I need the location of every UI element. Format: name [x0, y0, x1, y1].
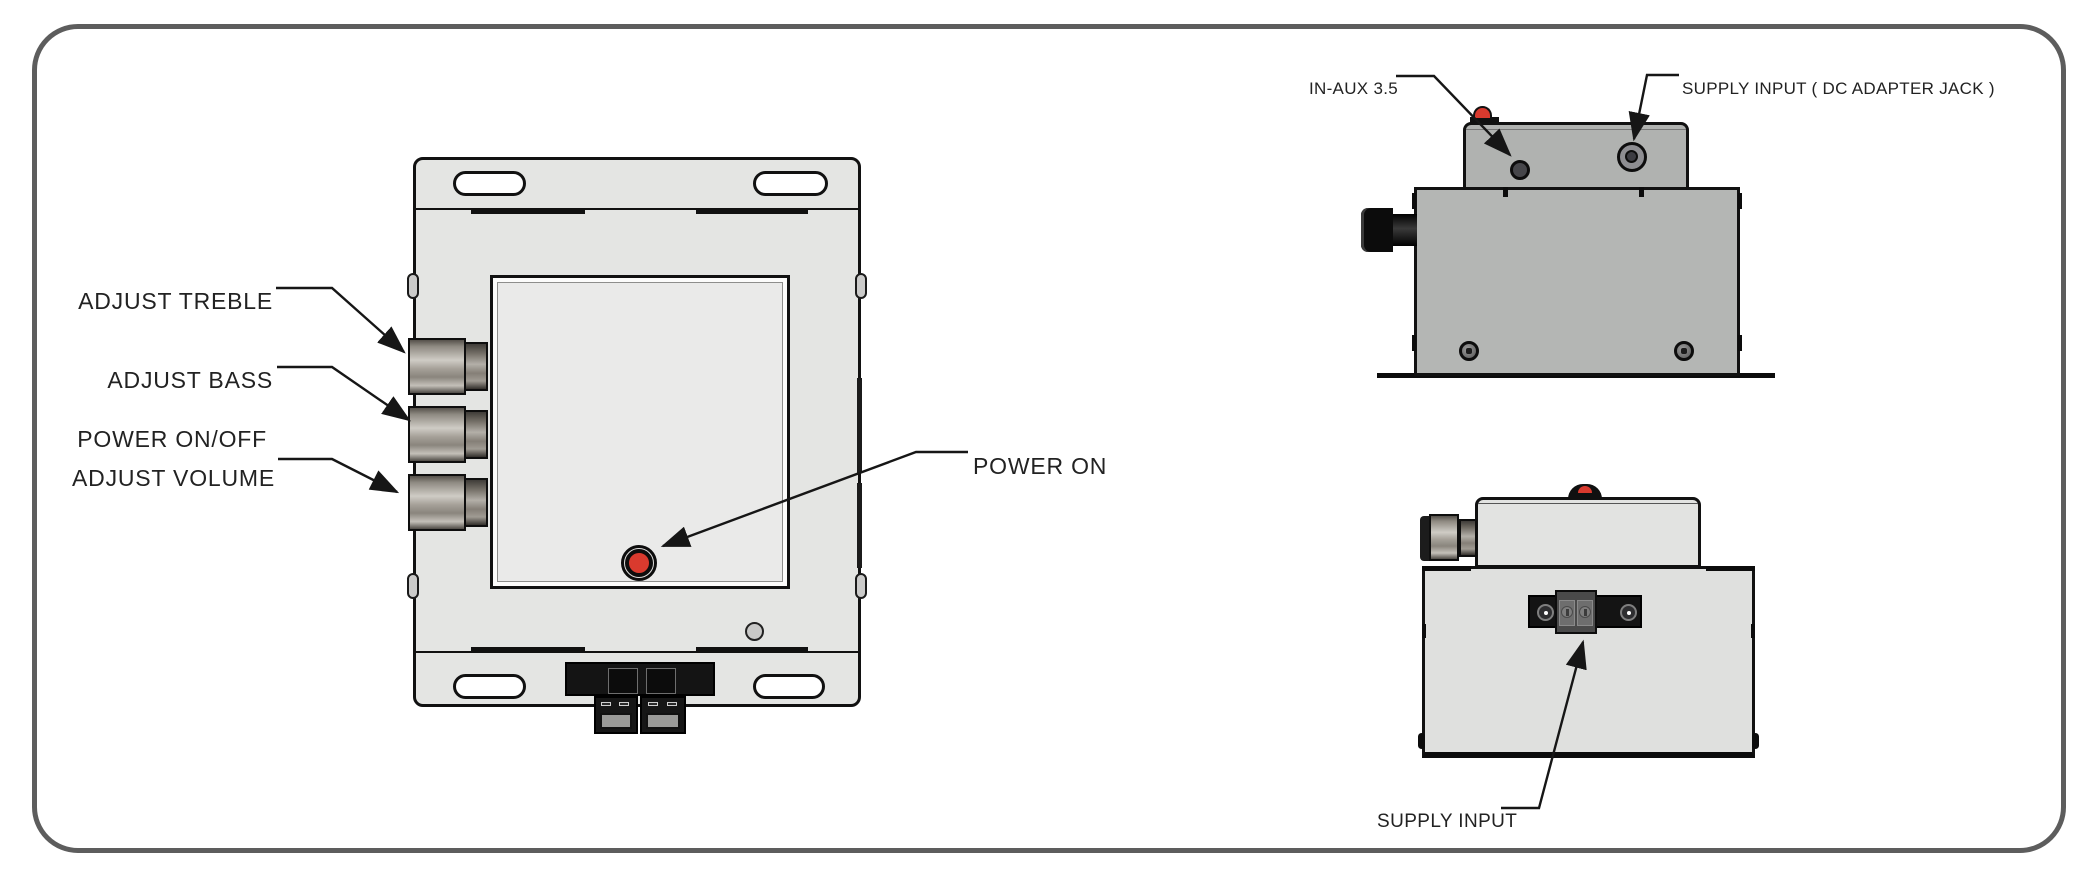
foot-bump — [1418, 733, 1425, 749]
front-knob-drum — [1429, 514, 1459, 561]
label-supply-input: SUPPLY INPUT — [1377, 811, 1518, 832]
wire-slot — [667, 702, 677, 706]
edge-notch — [1503, 187, 1508, 197]
terminal-screw-cell — [1577, 600, 1593, 626]
terminal-hole — [608, 668, 638, 694]
label-adjust-volume: ADJUST VOLUME — [72, 465, 275, 491]
aux-jack — [1510, 160, 1530, 180]
jack-pin — [1627, 611, 1631, 615]
dc-jack-pin — [1625, 150, 1638, 163]
supply-terminal-block — [1528, 590, 1642, 634]
foot-bump — [1752, 733, 1759, 749]
bass-knob — [408, 406, 488, 463]
hinge-bump — [407, 573, 419, 599]
power-button-red-core — [625, 549, 653, 577]
bass-knob-drum — [408, 406, 466, 463]
wire-slot — [648, 702, 658, 706]
label-in-aux: IN-AUX 3.5 — [1309, 79, 1398, 98]
front-knob-ring — [1420, 516, 1430, 561]
treble-knob — [408, 338, 488, 395]
edge-segment — [1706, 566, 1755, 571]
chassis-tab — [696, 647, 808, 651]
front-view — [1416, 480, 1762, 770]
screw-slot — [1584, 609, 1587, 616]
treble-knob-cap — [464, 342, 488, 391]
hinge-bump — [407, 273, 419, 299]
cover-plate — [490, 275, 790, 589]
top-view — [407, 157, 867, 734]
wire-slot — [619, 702, 629, 706]
power-led — [1576, 484, 1594, 493]
chassis-screw — [1674, 341, 1694, 361]
edge-notch — [1422, 624, 1426, 638]
drawing-frame-border — [32, 24, 2066, 853]
label-adjust-bass: ADJUST BASS — [107, 367, 273, 393]
cover-bevel — [497, 282, 783, 582]
housing-seam — [1466, 129, 1686, 130]
hinge-bump — [855, 573, 867, 599]
connector-insert — [646, 713, 680, 729]
wire-slot — [601, 702, 611, 706]
edge-segment — [1422, 566, 1471, 571]
hinge-bump — [855, 273, 867, 299]
flange-line-bottom — [416, 651, 858, 653]
mounting-slot — [453, 171, 526, 196]
side-knob-neck — [1393, 214, 1417, 246]
volume-knob-drum — [408, 474, 466, 531]
front-knob-neck — [1459, 519, 1477, 557]
chassis-tab — [471, 210, 585, 214]
supply-jack-left — [1537, 604, 1554, 621]
edge-stripe — [857, 483, 862, 568]
speaker-terminal-block — [565, 662, 715, 696]
edge-notch — [1412, 335, 1416, 351]
supply-jack-right — [1620, 604, 1637, 621]
screw-slot — [1566, 609, 1569, 616]
edge-notch — [1639, 187, 1644, 197]
edge-stripe — [857, 378, 862, 473]
dc-jack — [1617, 142, 1647, 172]
chassis-tab — [471, 647, 585, 651]
terminal-screw-cell — [1559, 600, 1575, 626]
chassis-screw — [1459, 341, 1479, 361]
speaker-connector — [640, 696, 686, 734]
edge-notch — [1738, 193, 1742, 209]
bass-knob-cap — [464, 410, 488, 459]
status-led-hole — [745, 622, 764, 641]
screw-head — [1466, 348, 1472, 354]
chassis-tab — [696, 210, 808, 214]
label-supply-input-dc: SUPPLY INPUT ( DC ADAPTER JACK ) — [1682, 79, 1995, 98]
side-knob-cap — [1361, 208, 1393, 252]
volume-knob — [408, 474, 488, 531]
treble-knob-drum — [408, 338, 466, 395]
connector-housing — [1463, 122, 1689, 190]
volume-knob-cap — [464, 478, 488, 527]
mounting-slot — [753, 171, 828, 196]
power-led — [1473, 106, 1492, 118]
label-power-on: POWER ON — [973, 453, 1108, 479]
terminal-hole — [646, 668, 676, 694]
front-connector-housing — [1475, 497, 1701, 568]
mounting-slot — [453, 674, 526, 699]
screw-head — [1681, 348, 1687, 354]
flange-line-top — [416, 208, 858, 210]
edge-notch — [1751, 624, 1755, 638]
mounting-slot — [753, 674, 825, 699]
edge-notch — [1412, 193, 1416, 209]
side-view — [1361, 105, 1775, 385]
jack-pin — [1544, 611, 1548, 615]
connector-insert — [600, 713, 632, 729]
label-adjust-treble: ADJUST TREBLE — [78, 288, 273, 314]
label-power-on-off: POWER ON/OFF — [77, 426, 267, 452]
terminal-screws-section — [1555, 590, 1597, 634]
power-button — [621, 545, 657, 581]
speaker-connector — [594, 696, 638, 734]
housing-seam — [1478, 503, 1698, 504]
edge-notch — [1738, 335, 1742, 351]
